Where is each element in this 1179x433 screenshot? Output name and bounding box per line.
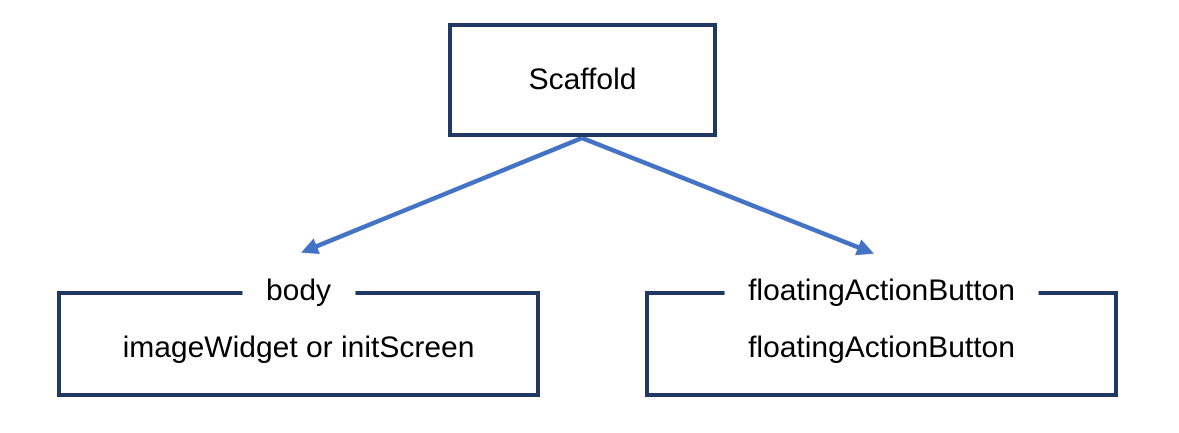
node-scaffold-label: Scaffold	[528, 63, 637, 96]
node-floating-action-button-content: floatingActionButton	[748, 331, 1015, 364]
node-scaffold: Scaffold	[448, 23, 717, 137]
node-body-group-label: body	[241, 273, 356, 309]
node-body-group: body imageWidget or initScreen	[57, 273, 540, 397]
node-floating-action-button-group-label: floatingActionButton	[724, 273, 1039, 309]
node-body-content: imageWidget or initScreen	[122, 331, 475, 364]
node-floating-action-button-group: floatingActionButton floatingActionButto…	[645, 273, 1118, 397]
arrow-scaffold-to-floating-action-button	[581, 135, 874, 256]
arrow-scaffold-to-body	[301, 135, 583, 255]
